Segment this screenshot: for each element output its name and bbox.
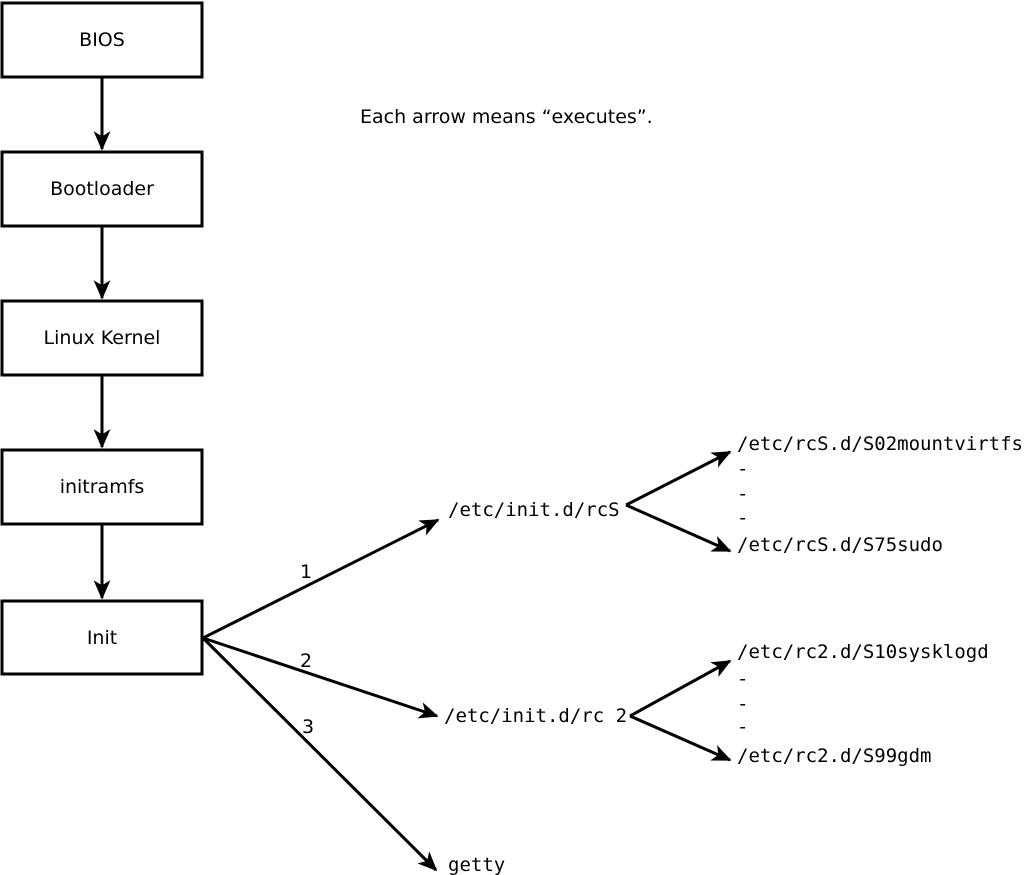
arrow-rcs-to-last-script <box>625 503 732 553</box>
rc2-first-script: /etc/rc2.d/S10sysklogd <box>737 641 989 663</box>
init-target-rcs: /etc/init.d/rcS <box>448 499 620 521</box>
box-bios-label: BIOS <box>79 29 125 51</box>
arrow-order-label-1: 1 <box>300 561 312 583</box>
arrow-rc2-to-last-script <box>629 714 732 762</box>
box-init-label: Init <box>87 627 117 649</box>
rcs-fork: /etc/rcS.d/S02mountvirtfs - - - /etc/rcS… <box>625 433 1023 556</box>
arrow-rc2-to-first-script <box>629 659 732 718</box>
init-fanout: 1 2 3 /etc/init.d/rcS /etc/init.d/rc 2 g… <box>201 499 627 875</box>
box-init <box>0 599 204 676</box>
ellipsis-dash: - <box>737 458 748 480</box>
ellipsis-dash: - <box>737 693 748 715</box>
box-initramfs <box>0 448 204 526</box>
box-linux-kernel-label: Linux Kernel <box>44 327 161 349</box>
box-bios <box>0 1 204 79</box>
ellipsis-dash: - <box>737 483 748 505</box>
box-bootloader <box>0 150 204 228</box>
legend-note: Each arrow means “executes”. <box>360 106 653 128</box>
ellipsis-dash: - <box>737 507 748 529</box>
box-bootloader-label: Bootloader <box>50 178 154 200</box>
ellipsis-dash: - <box>737 716 748 738</box>
rcs-first-script: /etc/rcS.d/S02mountvirtfs <box>737 433 1023 455</box>
ellipsis-dash: - <box>737 668 748 690</box>
rcs-last-script: /etc/rcS.d/S75sudo <box>737 534 943 556</box>
arrow-rcs-to-first-script <box>625 450 732 507</box>
init-target-rc2: /etc/init.d/rc 2 <box>444 705 627 727</box>
arrow-init-to-rc2 <box>202 636 439 719</box>
arrow-init-to-rcs <box>202 518 440 640</box>
rc2-fork: /etc/rc2.d/S10sysklogd - - - /etc/rc2.d/… <box>629 641 989 767</box>
arrow-order-label-3: 3 <box>302 716 314 738</box>
init-target-getty: getty <box>448 854 505 875</box>
rc2-last-script: /etc/rc2.d/S99gdm <box>737 745 931 767</box>
arrow-init-to-getty <box>201 636 438 872</box>
arrow-order-label-2: 2 <box>300 650 312 672</box>
boot-chain: BIOS Bootloader Linux Kernel initramfs I… <box>0 1 204 676</box>
box-initramfs-label: initramfs <box>60 476 145 498</box>
